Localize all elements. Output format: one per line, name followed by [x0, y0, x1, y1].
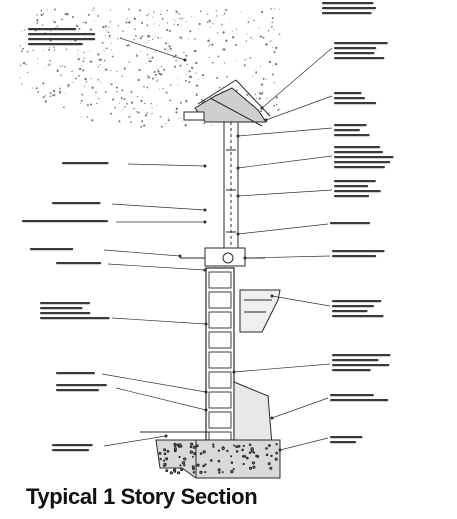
roof-eave	[183, 79, 271, 127]
foundation-wall	[205, 267, 235, 449]
porch-step-upper	[239, 289, 281, 333]
stud-wall	[223, 121, 239, 253]
drawing-title: Typical 1 Story Section	[26, 484, 258, 509]
footing-and-slab	[155, 381, 281, 479]
annotation-leaders	[101, 37, 333, 452]
annotation-notes	[22, 2, 394, 452]
floor-framing	[180, 247, 265, 267]
